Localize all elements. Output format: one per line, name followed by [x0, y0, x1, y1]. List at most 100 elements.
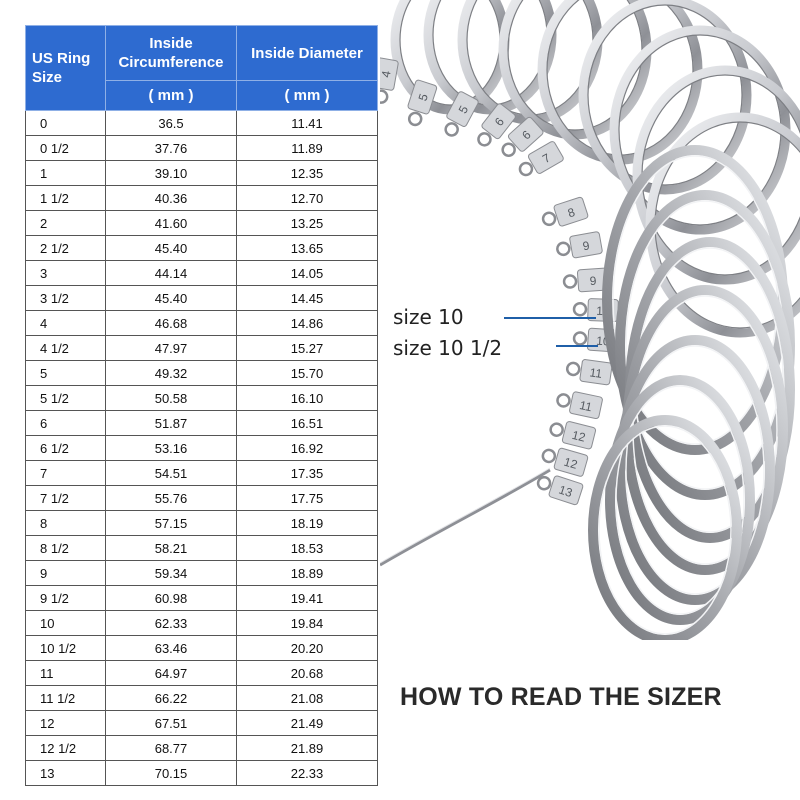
circumference-cell: 37.76 — [105, 135, 237, 161]
size-cell: 4 — [25, 310, 106, 336]
diameter-cell: 16.51 — [236, 410, 378, 436]
circumference-cell: 50.58 — [105, 385, 237, 411]
sizer-tab-plate — [553, 196, 589, 227]
sizer-ring — [578, 0, 752, 195]
diameter-cell: 12.35 — [236, 160, 378, 186]
diameter-cell: 21.08 — [236, 685, 378, 711]
sizer-ring-highlight — [615, 385, 745, 615]
diameter-cell: 11.89 — [236, 135, 378, 161]
size-cell: 6 — [25, 410, 106, 436]
size-cell: 1 — [25, 160, 106, 186]
diameter-cell: 14.86 — [236, 310, 378, 336]
sizer-tab-number: 11 — [589, 365, 604, 381]
table-unit-row: ( mm ) ( mm ) — [26, 80, 378, 111]
sizer-tab-loop — [380, 89, 389, 104]
circumference-cell: 66.22 — [105, 685, 237, 711]
sizer-tab-loop — [556, 241, 571, 257]
size-10-label: size 10 — [393, 305, 464, 329]
sizer-tab-plate — [553, 447, 589, 477]
sizer-rings-front — [588, 145, 795, 640]
sizer-ring-edge — [587, 4, 743, 186]
sizer-tab: 8 — [541, 196, 589, 227]
size-10-half-label: size 10 1/2 — [393, 336, 503, 360]
sizer-tab-loop — [541, 211, 557, 227]
sizer-ring — [498, 0, 652, 140]
sizer-ring — [632, 65, 800, 285]
sizer-tab-plate — [507, 116, 544, 152]
diameter-cell: 17.75 — [236, 485, 378, 511]
table-header-row: US Ring Size Inside Circumference Inside… — [25, 25, 378, 111]
circumference-cell: 51.87 — [105, 410, 237, 436]
size-cell: 3 1/2 — [25, 285, 106, 311]
diameter-cell: 14.05 — [236, 260, 378, 286]
sizer-tab-loop — [477, 132, 492, 147]
circumference-cell: 55.76 — [105, 485, 237, 511]
diameter-cell: 13.65 — [236, 235, 378, 261]
sizer-tab: 13 — [536, 475, 584, 506]
size-cell: 8 1/2 — [25, 535, 106, 561]
sizer-tab: 12 — [549, 421, 597, 450]
sizer-ring-highlight — [598, 425, 732, 635]
circumference-cell: 41.60 — [105, 210, 237, 236]
sizer-ring — [615, 335, 775, 605]
size-cell: 2 — [25, 210, 106, 236]
diameter-cell: 18.19 — [236, 510, 378, 536]
circumference-cell: 63.46 — [105, 635, 237, 661]
size-cell: 0 1/2 — [25, 135, 106, 161]
diameter-cell: 16.10 — [236, 385, 378, 411]
size-cell: 11 1/2 — [25, 685, 106, 711]
sizer-tab-number: 9 — [589, 274, 597, 288]
diameter-cell: 15.70 — [236, 360, 378, 386]
circumference-cell: 59.34 — [105, 560, 237, 586]
sizer-tab-plate — [481, 103, 516, 140]
sizer-tab: 6 — [501, 116, 544, 157]
diameter-cell: 18.89 — [236, 560, 378, 586]
sizer-tab-loop — [444, 122, 459, 137]
size-cell: 0 — [25, 110, 106, 136]
diameter-cell: 20.20 — [236, 635, 378, 661]
sizer-tab-loop — [562, 274, 578, 289]
size-cell: 4 1/2 — [25, 335, 106, 361]
size-cell: 12 — [25, 710, 106, 736]
size-cell: 12 1/2 — [25, 735, 106, 761]
circumference-cell: 62.33 — [105, 610, 237, 636]
size-cell: 13 — [25, 760, 106, 786]
diameter-cell: 19.41 — [236, 585, 378, 611]
circumference-cell: 68.77 — [105, 735, 237, 761]
sizer-tab-loop — [407, 111, 423, 127]
header-diameter-unit: ( mm ) — [236, 80, 378, 111]
sizer-ring-highlight — [625, 345, 765, 595]
sizer-ring — [588, 415, 742, 640]
size-cell: 1 1/2 — [25, 185, 106, 211]
sizer-tab: 9 — [562, 267, 610, 293]
diameter-cell: 14.45 — [236, 285, 378, 311]
sizer-tab-number: 4 — [380, 69, 394, 78]
diameter-cell: 19.84 — [236, 610, 378, 636]
circumference-cell: 64.97 — [105, 660, 237, 686]
diameter-cell: 22.33 — [236, 760, 378, 786]
diameter-cell: 16.92 — [236, 435, 378, 461]
circumference-cell: 57.15 — [105, 510, 237, 536]
sizer-tab: 4 — [380, 57, 399, 104]
size-cell: 2 1/2 — [25, 235, 106, 261]
diameter-cell: 11.41 — [236, 110, 378, 136]
sizer-tab-plate — [527, 141, 564, 174]
size-cell: 10 — [25, 610, 106, 636]
sizer-wire-highlight — [380, 467, 551, 564]
